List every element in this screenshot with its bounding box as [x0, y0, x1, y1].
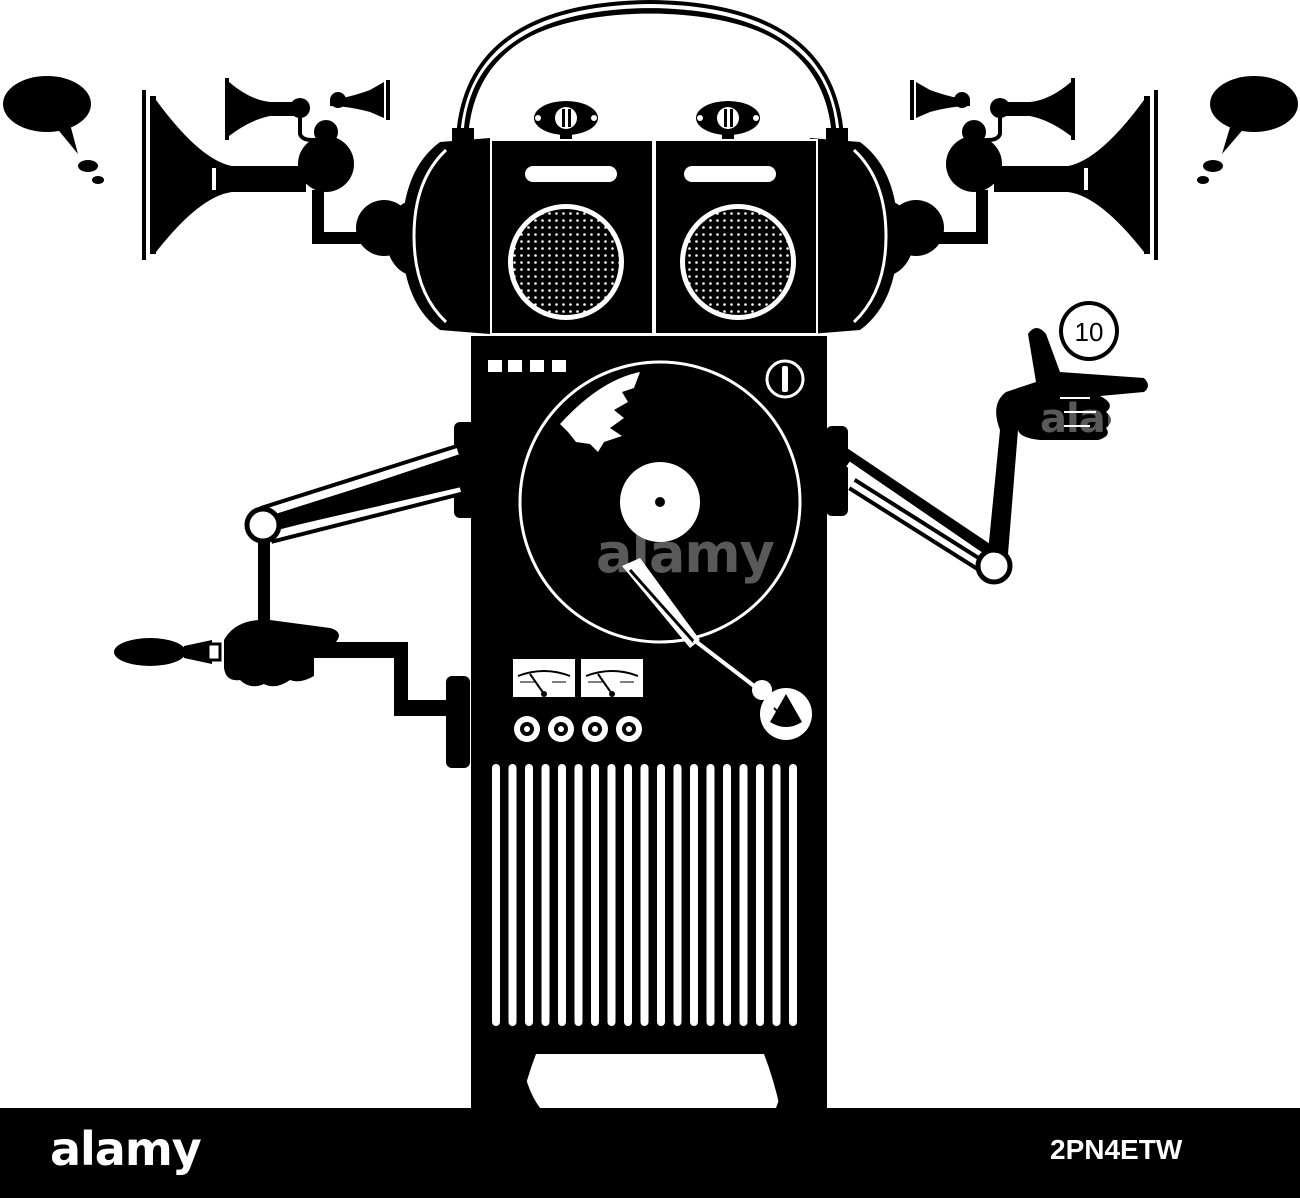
power-knob-icon [765, 359, 805, 399]
coin-label: 10 [1075, 317, 1104, 347]
vent-slat [492, 764, 500, 1026]
vent-slat [624, 764, 632, 1026]
vent-slat [690, 764, 698, 1026]
right-arm [826, 328, 1148, 585]
indicator-lights [488, 360, 566, 372]
speech-bubble-right [1197, 76, 1298, 184]
vu-meter-right [579, 657, 645, 699]
robot-illustration: 10 [3, 0, 1298, 1108]
cabinet-legs [471, 1040, 827, 1108]
vent-slat [772, 764, 781, 1026]
vent-slat [508, 764, 517, 1026]
vent-slat [673, 764, 682, 1026]
stock-id: 2PN4ETW [1050, 1134, 1183, 1165]
vent-slat [789, 764, 797, 1026]
speech-bubble-left [3, 76, 104, 184]
horn-left-small [225, 78, 390, 142]
eye-knob-left [534, 101, 598, 142]
vent-slat [657, 764, 665, 1026]
tonearm [622, 558, 812, 740]
brand-logo: alamy [50, 1122, 202, 1176]
vent-slat [723, 764, 731, 1026]
footer-bar: alamy 2PN4ETW [0, 1108, 1300, 1198]
vent-slat [574, 764, 583, 1026]
headphone-cup-left [402, 128, 490, 334]
left-arm [244, 422, 476, 630]
vent-slat [541, 764, 550, 1026]
vent-slat [739, 764, 748, 1026]
coin: 10 [1059, 301, 1119, 361]
vent-grille [492, 764, 797, 1026]
vent-slat [525, 764, 533, 1026]
vent-slat [591, 764, 599, 1026]
turntable [518, 360, 802, 644]
head-speaker-left [490, 139, 654, 335]
vent-slat [607, 764, 616, 1026]
head-speaker-right [654, 139, 818, 335]
vent-slat [706, 764, 715, 1026]
horn-right-large [994, 90, 1158, 260]
hand-crank [114, 619, 470, 768]
horn-right-small [910, 78, 1075, 142]
horn-left-large [142, 90, 306, 260]
eye-knob-right [696, 101, 760, 142]
vent-slat [756, 764, 764, 1026]
headphone-cup-right [810, 128, 898, 334]
vu-meter-left [511, 657, 577, 699]
headphone-band [456, 0, 844, 139]
vent-slat [558, 764, 566, 1026]
control-dials [514, 716, 642, 742]
vent-slat [640, 764, 649, 1026]
